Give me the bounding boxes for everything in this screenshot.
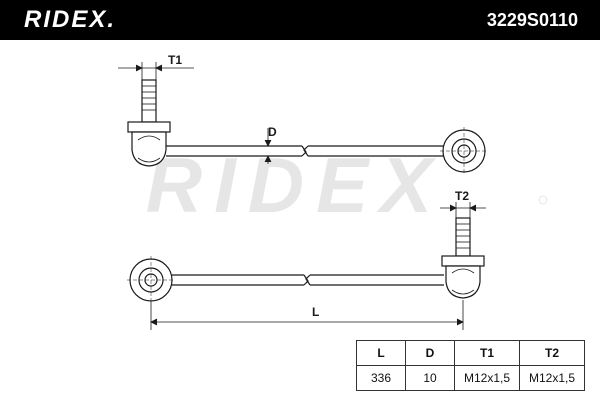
specs-table: L D T1 T2 336 10 M12x1,5 M12x1,5 [356, 340, 585, 391]
specs-value-cell: 336 [356, 365, 406, 391]
header-bar: RIDEX. 3229S0110 [0, 0, 600, 40]
specs-value-row: 336 10 M12x1,5 M12x1,5 [356, 365, 585, 391]
d-dimension [264, 128, 272, 164]
specs-value-cell: M12x1,5 [519, 365, 585, 391]
l-dimension [150, 300, 464, 330]
t1-dimension [118, 62, 194, 80]
specs-header-cell: D [405, 340, 455, 366]
lower-link [127, 217, 485, 304]
d-label: D [268, 125, 277, 139]
specs-value-cell: M12x1,5 [454, 365, 520, 391]
upper-link [127, 79, 488, 175]
watermark-text: RIDEX [146, 141, 444, 229]
brand-logo: RIDEX. [24, 6, 117, 33]
specs-header-cell: L [356, 340, 406, 366]
specs-header-row: L D T1 T2 [356, 340, 585, 366]
technical-drawing: RIDEX [118, 53, 548, 330]
l-label: L [312, 305, 319, 319]
specs-value-cell: 10 [405, 365, 455, 391]
specs-header-cell: T2 [519, 340, 585, 366]
t1-label: T1 [168, 53, 182, 67]
part-number: 3229S0110 [486, 10, 578, 30]
registered-mark [538, 195, 548, 205]
t2-dimension [440, 202, 486, 218]
t2-label: T2 [455, 189, 469, 203]
specs-header-cell: T1 [454, 340, 520, 366]
